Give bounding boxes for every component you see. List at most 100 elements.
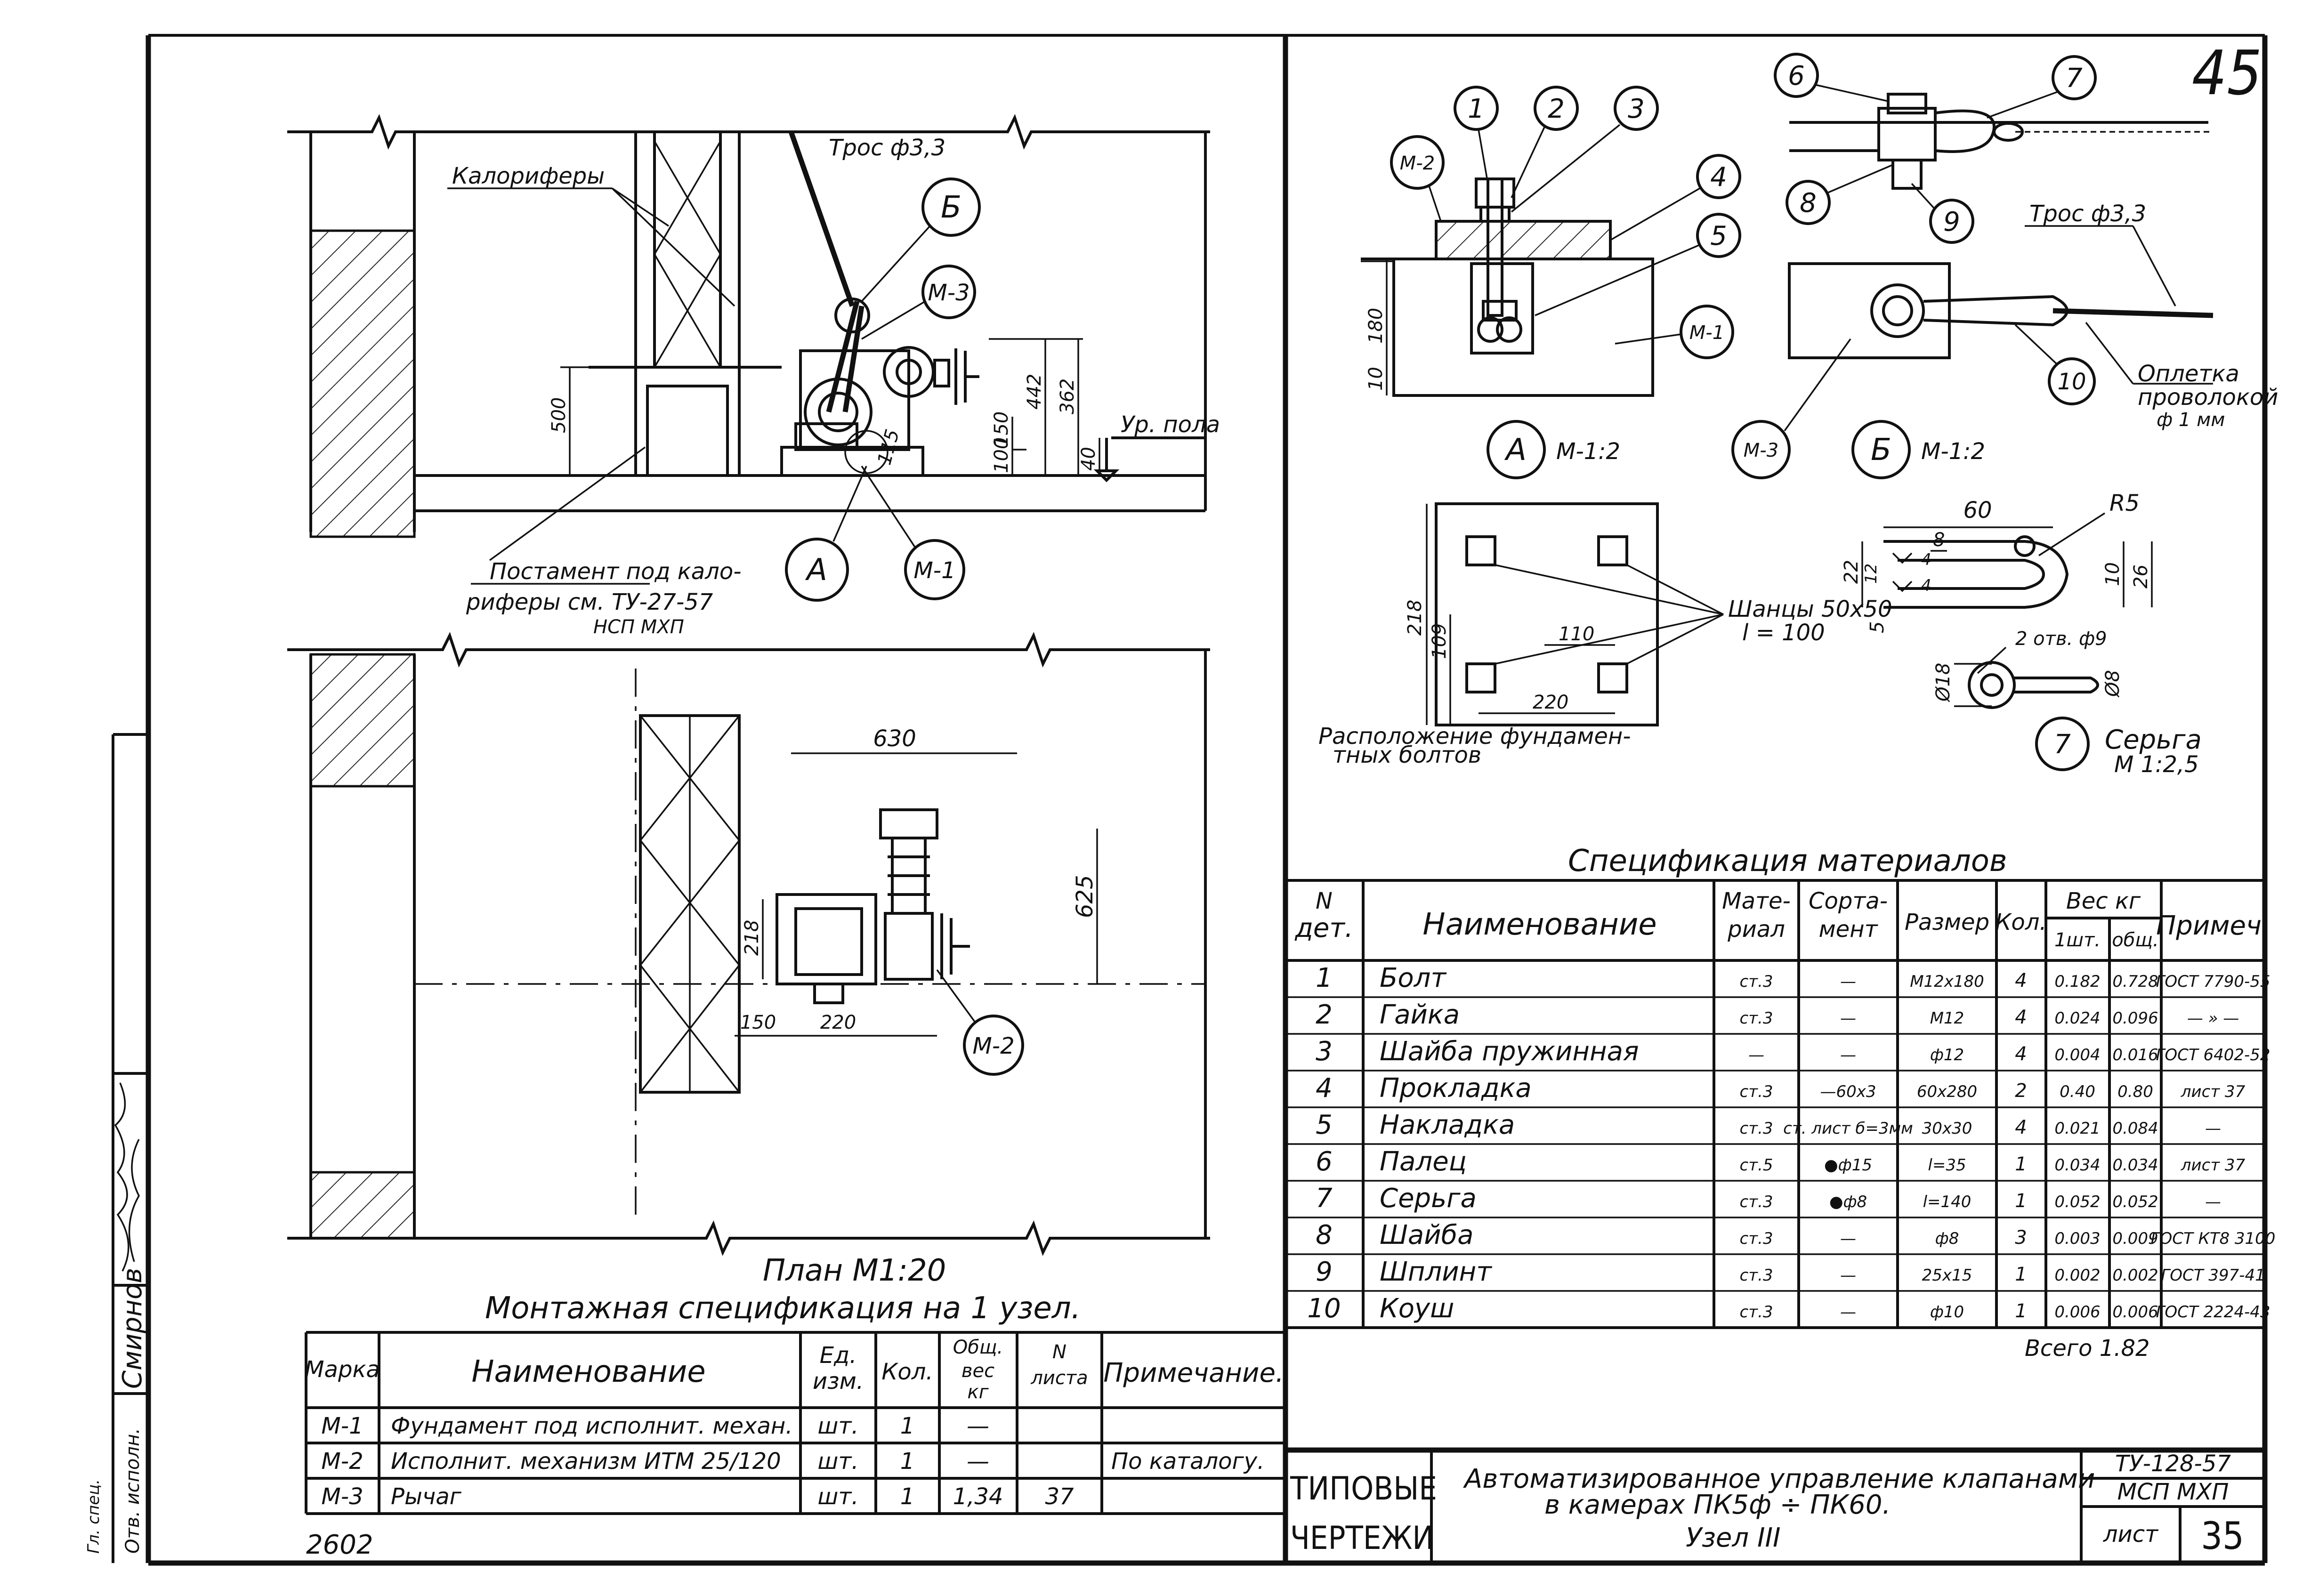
dim-d8: Ø8 bbox=[2102, 670, 2124, 698]
dim-22: 22 bbox=[1841, 560, 1862, 584]
mat-h-wall: общ. bbox=[2112, 929, 2159, 951]
callout-5: 5 bbox=[1710, 221, 1727, 251]
title-series-2: ЧЕРТЕЖИ bbox=[1290, 1520, 1434, 1557]
callout-7-earring: 7 bbox=[2054, 729, 2071, 760]
sheet-number-top: 45 bbox=[2192, 37, 2262, 109]
mat-cell-weight-all: 0.034 bbox=[2112, 1156, 2158, 1175]
mat-cell-sortament: — bbox=[1840, 972, 1856, 991]
mat-cell-weight-1: 0.002 bbox=[2054, 1266, 2100, 1285]
mat-cell-weight-1: 0.024 bbox=[2054, 1009, 2100, 1028]
mat-cell-weight-1: 0.003 bbox=[2054, 1229, 2100, 1248]
mat-cell-name: Прокладка bbox=[1380, 1073, 1532, 1104]
detail-b-scale: М-1:2 bbox=[1921, 438, 1985, 465]
mat-cell-material: ст.3 bbox=[1740, 1303, 1773, 1322]
detail-b-cable-label: Трос ф3,3 bbox=[2029, 201, 2146, 227]
dim-weld-4b: 4 bbox=[1921, 576, 1931, 595]
mount-h-weight-2: вес bbox=[962, 1360, 994, 1382]
mat-h-mat-1: Мате- bbox=[1722, 888, 1791, 914]
mount-h-name: Наименование bbox=[471, 1354, 705, 1389]
mat-cell-name: Гайка bbox=[1380, 1000, 1460, 1030]
mount-cell-mark: М-3 bbox=[321, 1483, 363, 1510]
mount-cell-mark: М-1 bbox=[321, 1413, 363, 1439]
mat-cell-note: — bbox=[2205, 1193, 2221, 1211]
mat-cell-material: ст.3 bbox=[1740, 1082, 1773, 1101]
detail-b-mark: Б bbox=[1871, 433, 1891, 468]
mat-cell-name: Палец bbox=[1380, 1146, 1467, 1177]
title-desc-1: Автоматизированное управление клапанами bbox=[1463, 1464, 2095, 1494]
mat-cell-qty: 2 bbox=[2015, 1080, 2027, 1102]
mat-cell-sortament: ст. лист б=3мм bbox=[1783, 1119, 1913, 1138]
mat-cell-sortament: —60х3 bbox=[1820, 1082, 1876, 1101]
mat-cell-qty: 3 bbox=[2015, 1227, 2027, 1249]
earring-label-1: Серьга bbox=[2105, 725, 2202, 755]
mount-cell-unit: шт. bbox=[817, 1413, 858, 1439]
mount-h-sheet-2: листа bbox=[1030, 1367, 1088, 1389]
mount-h-unit-1: Ед. bbox=[820, 1342, 857, 1369]
section-view: 442 362 150 100 40 115 500 Ур. пола Кало… bbox=[287, 114, 1220, 638]
mat-cell-num: 6 bbox=[1316, 1146, 1333, 1177]
mat-cell-weight-1: 0.40 bbox=[2060, 1082, 2095, 1101]
dim-60: 60 bbox=[1963, 497, 1992, 524]
mount-h-qty: Кол. bbox=[881, 1359, 933, 1385]
mat-h-w1: 1шт. bbox=[2054, 929, 2101, 951]
dim-26: 26 bbox=[2130, 564, 2152, 588]
mount-cell-weight: — bbox=[967, 1413, 989, 1439]
side-stamp: Смирнов Отв. исполн. Гл. спец. bbox=[84, 733, 148, 1563]
wire-label-1: Оплетка bbox=[2138, 361, 2239, 387]
mat-h-size: Размер bbox=[1905, 909, 1989, 935]
mat-cell-num: 8 bbox=[1316, 1220, 1333, 1250]
callout-m2: М-2 bbox=[972, 1033, 1014, 1059]
floor-level-label: Ур. пола bbox=[1121, 411, 1220, 438]
mat-cell-note: ГОСТ 7790-55 bbox=[2156, 972, 2270, 991]
callout-4: 4 bbox=[1710, 162, 1727, 193]
mat-cell-qty: 1 bbox=[2015, 1264, 2027, 1285]
dim-362: 362 bbox=[1057, 379, 1078, 414]
earring-label-2: М 1:2,5 bbox=[2114, 751, 2199, 778]
mat-cell-size: ф10 bbox=[1930, 1303, 1964, 1322]
wire-label-3: ф 1 мм bbox=[2157, 409, 2225, 431]
dim-180: 180 bbox=[1365, 308, 1387, 344]
mount-spec-table: Монтажная спецификация на 1 узел. Марка … bbox=[305, 1291, 1285, 1515]
mat-cell-weight-1: 0.021 bbox=[2054, 1119, 2100, 1138]
mat-cell-sortament: — bbox=[1840, 1266, 1856, 1285]
callout-2: 2 bbox=[1548, 94, 1565, 124]
mat-cell-note: лист 37 bbox=[2181, 1082, 2246, 1101]
mount-h-weight-3: кг bbox=[967, 1381, 989, 1403]
mat-h-weight: Вес кг bbox=[2066, 888, 2141, 914]
dim-d18: Ø18 bbox=[1932, 663, 1954, 702]
mat-cell-name: Серьга bbox=[1380, 1183, 1477, 1214]
mat-h-note: Примеч. bbox=[2156, 911, 2270, 941]
callout-7: 7 bbox=[2066, 63, 2083, 94]
mat-cell-num: 2 bbox=[1316, 1000, 1333, 1030]
mat-cell-name: Шайба пружинная bbox=[1380, 1036, 1639, 1067]
mat-cell-weight-all: 0.006 bbox=[2112, 1303, 2158, 1322]
callout-m1: М-1 bbox=[913, 557, 955, 584]
mount-cell-unit: шт. bbox=[817, 1448, 858, 1475]
title-org: МСП МХП bbox=[2117, 1479, 2229, 1505]
mat-cell-num: 5 bbox=[1316, 1110, 1333, 1140]
side-stamp-role-1: Гл. спец. bbox=[84, 1479, 103, 1554]
mat-spec-title: Спецификация материалов bbox=[1568, 844, 2007, 879]
dim-150: 150 bbox=[991, 411, 1012, 447]
mat-h-sort-2: мент bbox=[1818, 916, 1878, 943]
mat-cell-material: ст.3 bbox=[1740, 1266, 1773, 1285]
dim-109: 109 bbox=[1429, 623, 1450, 659]
plan-title: План М1:20 bbox=[763, 1253, 946, 1288]
dim-10-earring: 10 bbox=[2102, 562, 2124, 586]
side-stamp-role-2: Отв. исполн. bbox=[122, 1428, 144, 1554]
mat-cell-weight-1: 0.006 bbox=[2054, 1303, 2100, 1322]
mat-cell-weight-all: 0.80 bbox=[2117, 1082, 2153, 1101]
callout-1: 1 bbox=[1468, 94, 1485, 124]
mat-h-mat-2: риал bbox=[1727, 916, 1785, 943]
dim-r5: R5 bbox=[2109, 490, 2140, 516]
mat-cell-num: 1 bbox=[1316, 963, 1333, 993]
title-block: ТИПОВЫЕ ЧЕРТЕЖИ Автоматизированное управ… bbox=[1285, 1447, 2265, 1563]
anchors-label-1: Шанцы 50х50 bbox=[1728, 596, 1892, 622]
title-sheet-label: лист bbox=[2103, 1521, 2159, 1548]
mat-cell-material: ст.3 bbox=[1740, 1229, 1773, 1248]
